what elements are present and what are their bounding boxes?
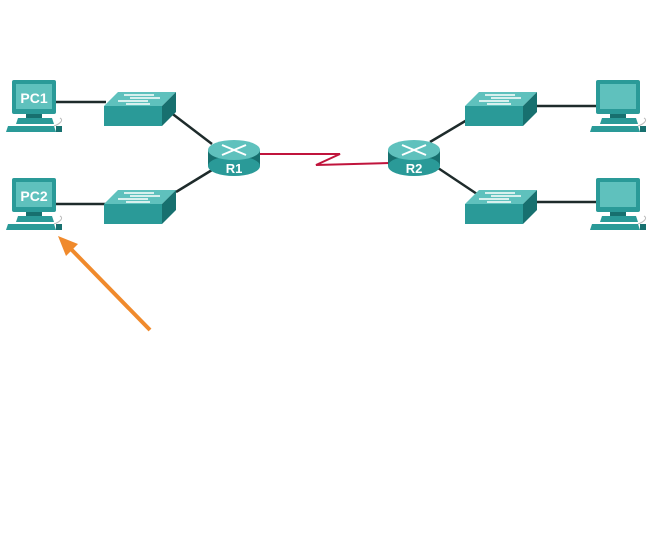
link-switch2-r1 [175, 168, 213, 194]
pc2[interactable]: PC2 [5, 177, 63, 231]
switch1[interactable] [103, 91, 177, 127]
r1-label: R1 [226, 161, 243, 176]
router-r1[interactable]: R1 [207, 139, 261, 177]
link-r2-switch4 [437, 166, 481, 198]
link-switch1-r1 [169, 111, 213, 145]
pc2-label: PC2 [20, 188, 47, 204]
serial-link-r1-r2 [260, 153, 391, 166]
pointer-arrow [58, 236, 152, 332]
ethernet-links [55, 100, 598, 206]
r2-label: R2 [406, 161, 423, 176]
pc3[interactable] [589, 79, 647, 133]
pc1-label: PC1 [20, 90, 47, 106]
pc1[interactable]: PC1 [5, 79, 63, 133]
switch4[interactable] [464, 189, 538, 225]
pc4[interactable] [589, 177, 647, 231]
link-r2-switch3 [429, 118, 468, 144]
switch3[interactable] [464, 91, 538, 127]
router-r2[interactable]: R2 [387, 139, 441, 177]
switch2[interactable] [103, 189, 177, 225]
